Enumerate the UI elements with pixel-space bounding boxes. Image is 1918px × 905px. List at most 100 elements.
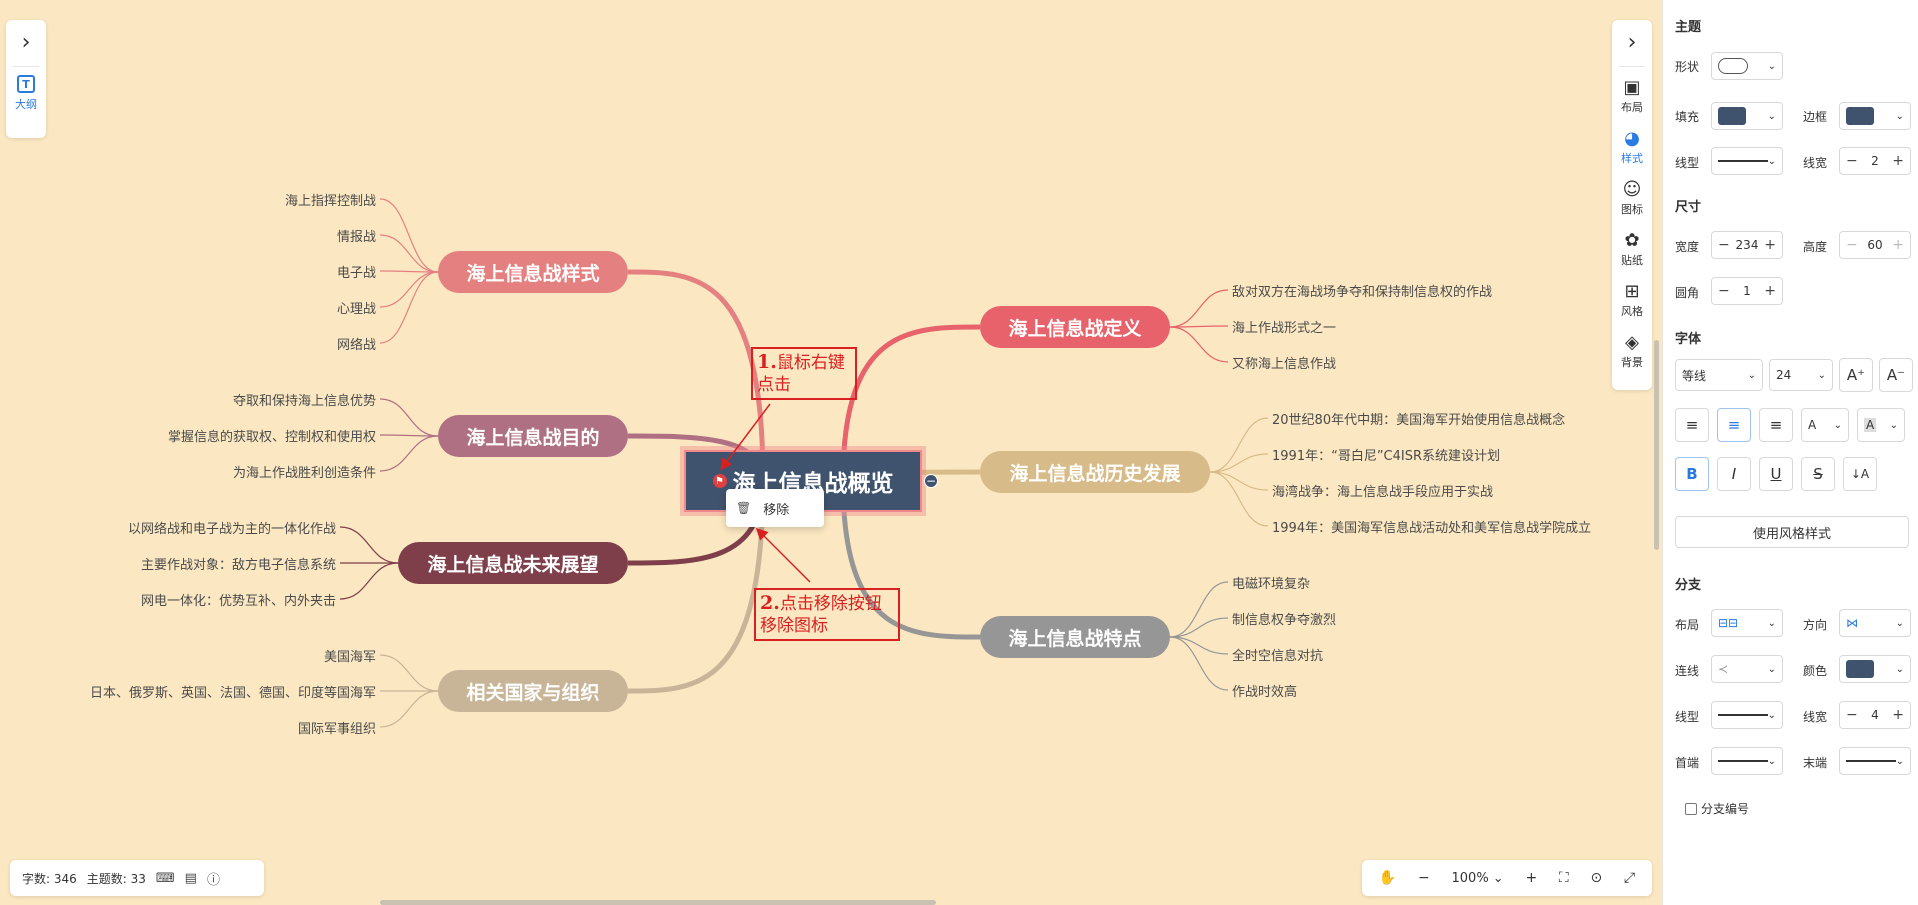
branch-node-future[interactable]: 海上信息战未来展望 [398,542,628,584]
increment-button[interactable]: + [1764,237,1776,253]
line-height-button[interactable]: ↓A [1843,457,1877,491]
start-cap-select[interactable]: ⌄ [1711,747,1783,775]
outline-label[interactable]: 大纲 [15,98,37,111]
leaf-node[interactable]: 主要作战对象：敌方电子信息系统 [140,557,336,573]
width-value[interactable]: 234 [1735,238,1759,252]
font-increase-button[interactable]: A⁺ [1839,358,1873,392]
font-size-select[interactable]: 24⌄ [1769,359,1833,391]
branch-node-styles[interactable]: 海上信息战样式 [438,251,628,293]
toolbar-style[interactable]: ◕样式 [1621,128,1643,173]
fill-color-select[interactable]: ⌄ [1711,102,1783,130]
outline-panel-toggle[interactable]: › T 大纲 [6,20,46,138]
leaf-node[interactable]: 为海上作战胜利创造条件 [232,465,376,481]
info-icon[interactable]: ⓘ [206,872,220,888]
collapse-toggle-icon[interactable]: − [924,474,938,488]
leaf-node[interactable]: 电磁环境复杂 [1232,576,1311,592]
strikethrough-button[interactable]: S [1801,457,1835,491]
line-type-select[interactable]: ⌄ [1711,147,1783,175]
shape-select[interactable]: ⌄ [1711,52,1783,80]
fullscreen-icon[interactable]: ⤢ [1623,870,1636,886]
branch-layout-select[interactable]: ⊟⊟⌄ [1711,609,1783,637]
branch-color-select[interactable]: ⌄ [1839,655,1911,683]
mindmap-canvas[interactable]: 海上信息战定义 海上信息战历史发展 海上信息战特点 海上信息战样式 海上信息战目… [0,0,1662,905]
zoom-out-button[interactable]: − [1418,870,1430,886]
width-stepper[interactable]: −234 + [1711,231,1783,259]
end-cap-select[interactable]: ⌄ [1839,747,1911,775]
leaf-node[interactable]: 夺取和保持海上信息优势 [232,393,376,409]
toolbar-icons[interactable]: ☺图标 [1621,179,1643,224]
align-right-icon[interactable]: ≡ [1759,408,1793,442]
leaf-node[interactable]: 掌握信息的获取权、控制权和使用权 [167,429,376,445]
border-color-select[interactable]: ⌄ [1839,102,1911,130]
leaf-node[interactable]: 全时空信息对抗 [1232,648,1324,664]
leaf-node[interactable]: 日本、俄罗斯、英国、法国、德国、印度等国海军 [89,685,376,701]
branch-line-width-value[interactable]: 4 [1871,708,1879,722]
decrement-button[interactable]: − [1718,283,1730,299]
line-width-stepper[interactable]: −2 + [1839,147,1911,175]
zoom-level-select[interactable]: 100% ⌄ [1451,870,1504,886]
flag-icon[interactable]: ⚑ [712,474,727,488]
minimap-icon[interactable]: ▤ [184,870,197,886]
leaf-node[interactable]: 海上指挥控制战 [284,193,376,209]
zoom-in-button[interactable]: + [1525,870,1538,886]
line-width-value[interactable]: 2 [1871,154,1879,168]
branch-node-countries[interactable]: 相关国家与组织 [438,670,628,712]
leaf-node[interactable]: 制信息权争夺激烈 [1232,612,1337,628]
highlight-color-select[interactable]: A⌄ [1857,408,1905,442]
keyboard-icon[interactable]: ⌨ [155,870,175,886]
decrement-button[interactable]: − [1846,153,1858,169]
leaf-node[interactable]: 作战时效高 [1232,684,1298,700]
leaf-node[interactable]: 美国海军 [323,649,376,665]
outline-icon[interactable]: T [17,75,35,93]
leaf-node[interactable]: 敌对双方在海战场争夺和保持制信息权的作战 [1232,284,1493,300]
leaf-node[interactable]: 国际军事组织 [297,721,376,737]
connector-select[interactable]: ≺⌄ [1711,655,1783,683]
leaf-node[interactable]: 电子战 [336,265,376,281]
toolbar-theme[interactable]: ⊞风格 [1621,281,1643,326]
leaf-node[interactable]: 海上作战形式之一 [1232,320,1337,336]
decrement-button[interactable]: − [1718,237,1730,253]
radius-stepper[interactable]: −1 + [1711,277,1783,305]
horizontal-scrollbar[interactable] [380,900,936,905]
leaf-node[interactable]: 又称海上信息作战 [1232,356,1337,372]
branch-node-purpose[interactable]: 海上信息战目的 [438,415,628,457]
use-theme-style-button[interactable]: 使用风格样式 [1675,516,1909,548]
increment-button[interactable]: + [1892,707,1904,723]
chevron-right-icon[interactable]: › [1627,30,1637,55]
radius-value[interactable]: 1 [1743,284,1751,298]
toolbar-layout[interactable]: ▣布局 [1621,77,1643,122]
leaf-node[interactable]: 20世纪80年代中期：美国海军开始使用信息战概念 [1272,412,1566,428]
italic-button[interactable]: I [1717,457,1751,491]
branch-node-characteristics[interactable]: 海上信息战特点 [980,616,1170,658]
checkbox-box[interactable] [1685,802,1697,815]
decrement-button[interactable]: − [1846,707,1858,723]
leaf-node[interactable]: 情报战 [336,229,376,245]
branch-line-type-select[interactable]: ⌄ [1711,701,1783,729]
branch-line-width-stepper[interactable]: −4 + [1839,701,1911,729]
font-color-select[interactable]: A⌄ [1801,408,1849,442]
bold-button[interactable]: B [1675,457,1709,491]
font-decrease-button[interactable]: A⁻ [1879,358,1913,392]
leaf-node[interactable]: 海湾战争：海上信息战手段应用于实战 [1272,484,1494,500]
font-family-select[interactable]: 等线⌄ [1675,359,1763,391]
leaf-node[interactable]: 以网络战和电子战为主的一体化作战 [127,521,336,537]
branch-node-history[interactable]: 海上信息战历史发展 [980,451,1210,493]
align-left-icon[interactable]: ≡ [1675,408,1709,442]
vertical-scrollbar[interactable] [1654,340,1659,550]
toolbar-sticker[interactable]: ✿贴纸 [1621,230,1643,275]
increment-button[interactable]: + [1764,283,1776,299]
leaf-node[interactable]: 网络战 [336,337,376,353]
fit-view-icon[interactable]: ⛶ [1558,870,1569,886]
toolbar-background[interactable]: ◈背景 [1621,332,1643,377]
locate-center-icon[interactable]: ⊙ [1590,870,1603,886]
hand-icon[interactable]: ✋ [1378,870,1397,886]
leaf-node[interactable]: 心理战 [336,301,376,317]
leaf-node[interactable]: 1994年：美国海军信息战活动处和美军信息战学院成立 [1272,520,1592,536]
remove-menu-item[interactable]: 移除 [763,502,790,518]
increment-button[interactable]: + [1892,153,1904,169]
chevron-right-icon[interactable]: › [21,30,31,55]
underline-button[interactable]: U [1759,457,1793,491]
leaf-node[interactable]: 1991年：“哥白尼”C4ISR系统建设计划 [1272,448,1501,464]
branch-numbering-checkbox[interactable]: 分支编号 [1685,800,1749,817]
leaf-node[interactable]: 网电一体化：优势互补、内外夹击 [140,593,336,609]
